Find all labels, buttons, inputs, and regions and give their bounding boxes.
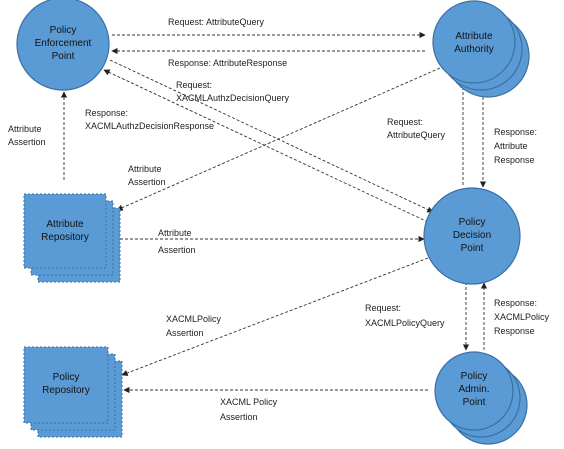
label-response-attribute-right-line3: Response bbox=[494, 155, 535, 165]
pdp-label-line3: Point bbox=[461, 243, 484, 254]
pep-label-line3: Point bbox=[52, 51, 75, 62]
ar-label-line2: Repository bbox=[41, 232, 89, 243]
node-attribute-authority: Attribute Authority bbox=[432, 0, 530, 98]
pr-label-line2: Repository bbox=[42, 385, 90, 396]
label-response-xacml-authz-line1: Response: bbox=[85, 108, 128, 118]
ar-label-line1: Attribute bbox=[46, 219, 84, 230]
edge-labels: Request: AttributeQuery Response: Attrib… bbox=[8, 17, 550, 422]
label-attribute-assertion-left-line1: Attribute bbox=[8, 124, 42, 134]
node-policy-enforcement-point: Policy Enforcement Point bbox=[16, 0, 110, 91]
pep-label-line1: Policy bbox=[50, 25, 77, 36]
edge-pep-to-pdp-request bbox=[109, 59, 434, 213]
label-attribute-assertion-ar-pdp-line2: Assertion bbox=[158, 245, 196, 255]
label-request-xacml-authz-line2: XACMLAuthzDecisionQuery bbox=[176, 93, 290, 103]
pap-label-line1: Policy bbox=[461, 371, 488, 382]
label-response-attribute-right-line1: Response: bbox=[494, 127, 537, 137]
pdp-label-line2: Decision bbox=[453, 230, 491, 241]
label-response-attribute-right-line2: Attribute bbox=[494, 141, 528, 151]
label-response-xacml-authz-line2: XACMLAuthzDecisionResponse bbox=[85, 121, 214, 131]
label-request-attribute-query-top: Request: AttributeQuery bbox=[168, 17, 265, 27]
label-request-xacml-policy-query-line1: Request: bbox=[365, 303, 401, 313]
label-response-xacml-policy-line1: Response: bbox=[494, 298, 537, 308]
label-xacml-policy-assertion-bottom-line2: Assertion bbox=[220, 412, 258, 422]
node-attribute-repository: Attribute Repository bbox=[23, 193, 121, 283]
pdp-label-line1: Policy bbox=[459, 217, 486, 228]
label-response-attribute-response-top: Response: AttributeResponse bbox=[168, 58, 287, 68]
label-response-xacml-policy-line2: XACMLPolicy bbox=[494, 312, 550, 322]
aa-label-line2: Authority bbox=[454, 44, 493, 55]
edges bbox=[60, 31, 488, 394]
label-request-xacml-policy-query-line2: XACMLPolicyQuery bbox=[365, 318, 445, 328]
label-response-xacml-policy-line3: Response bbox=[494, 326, 535, 336]
label-attribute-assertion-mid-line2: Assertion bbox=[128, 177, 166, 187]
pap-label-line2: Admin. bbox=[458, 384, 489, 395]
pap-label-line3: Point bbox=[463, 397, 486, 408]
pr-label-line1: Policy bbox=[53, 372, 80, 383]
label-xacml-policy-assertion-line1: XACMLPolicy bbox=[166, 314, 222, 324]
label-xacml-policy-assertion-bottom-line1: XACML Policy bbox=[220, 397, 278, 407]
label-request-attribute-query-right-line2: AttributeQuery bbox=[387, 130, 446, 140]
label-attribute-assertion-ar-pdp-line1: Attribute bbox=[158, 228, 192, 238]
label-xacml-policy-assertion-line2: Assertion bbox=[166, 328, 204, 338]
label-request-attribute-query-right-line1: Request: bbox=[387, 117, 423, 127]
aa-label-line1: Attribute bbox=[455, 31, 493, 42]
label-request-xacml-authz-line1: Request: bbox=[176, 80, 212, 90]
node-policy-admin-point: Policy Admin. Point bbox=[434, 351, 528, 445]
label-attribute-assertion-left-line2: Assertion bbox=[8, 137, 46, 147]
edge-aa-to-ar-assertion bbox=[116, 67, 441, 211]
node-policy-decision-point: Policy Decision Point bbox=[423, 187, 521, 285]
node-policy-repository: Policy Repository bbox=[23, 346, 123, 438]
pep-label-line2: Enforcement bbox=[35, 38, 92, 49]
label-attribute-assertion-mid-line1: Attribute bbox=[128, 164, 162, 174]
